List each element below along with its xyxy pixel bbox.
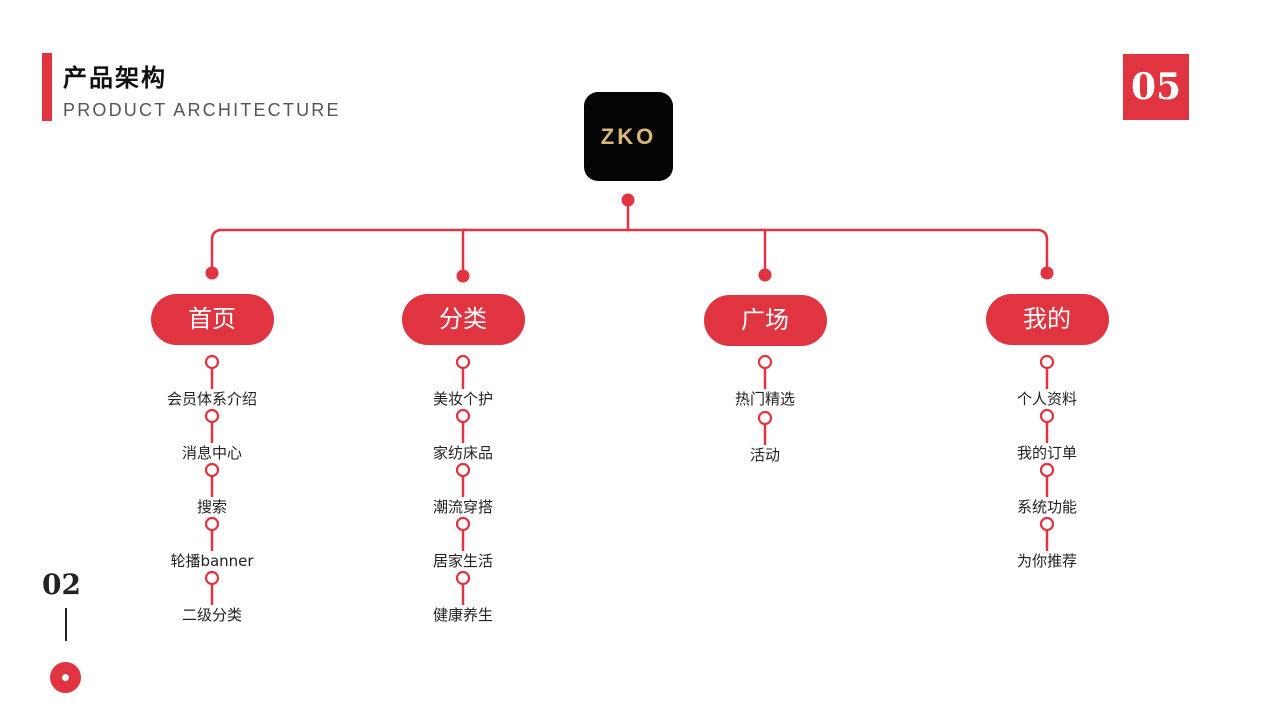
branch-node: 分类 (401, 294, 525, 345)
child-ring-icon (757, 410, 773, 426)
slide-number: 02 (42, 568, 81, 601)
child-ring-icon (204, 408, 220, 424)
child-node-label: 轮播banner (170, 552, 254, 570)
title-accent-bar (42, 53, 52, 121)
branch-node: 首页 (150, 294, 274, 345)
child-node-label: 二级分类 (181, 606, 242, 624)
child-ring-icon (455, 354, 471, 370)
child-ring-icon (1039, 354, 1055, 370)
child-node-label: 消息中心 (181, 444, 242, 462)
child-node-label: 健康养生 (432, 606, 493, 624)
child-node-label: 会员体系介绍 (166, 390, 257, 408)
child-ring-icon (1039, 516, 1055, 532)
branch-connector-dot (1040, 266, 1054, 280)
child-node-label: 潮流穿搭 (432, 498, 493, 516)
child-node-label: 为你推荐 (1016, 552, 1077, 570)
child-node-label: 家纺床品 (432, 444, 493, 462)
child-ring-icon (1039, 462, 1055, 478)
branch-node: 广场 (703, 295, 827, 346)
app-logo: ZKO (584, 92, 673, 181)
record-dot-center (62, 674, 69, 681)
child-ring-icon (204, 462, 220, 478)
branch-connector-dot (205, 266, 219, 280)
child-ring-icon (204, 570, 220, 586)
child-ring-icon (455, 462, 471, 478)
page-title: 产品架构 (63, 64, 167, 92)
branch-connector-dot (758, 268, 772, 282)
child-ring-icon (455, 516, 471, 532)
page-number-badge: 05 (1123, 54, 1189, 120)
logo-text: ZKO (600, 123, 657, 149)
root-connector-dot (621, 193, 635, 207)
child-ring-icon (757, 354, 773, 370)
child-ring-icon (204, 516, 220, 532)
child-node-label: 美妆个护 (432, 390, 493, 408)
branch-bar-line (210, 228, 1049, 273)
page-subtitle: PRODUCT ARCHITECTURE (63, 100, 341, 120)
child-node-label: 系统功能 (1016, 498, 1077, 516)
branch-connector-dot (456, 269, 470, 283)
child-ring-icon (455, 408, 471, 424)
child-node-label: 热门精选 (734, 390, 795, 408)
child-node-label: 搜索 (196, 498, 227, 516)
branch-node: 我的 (985, 294, 1109, 345)
child-node-label: 居家生活 (432, 552, 493, 570)
child-node-label: 我的订单 (1016, 444, 1077, 462)
child-ring-icon (455, 570, 471, 586)
child-node-label: 个人资料 (1016, 390, 1077, 408)
slide-number-divider (65, 608, 67, 641)
record-dot-icon (50, 662, 81, 693)
child-node-label: 活动 (749, 446, 780, 464)
child-ring-icon (204, 354, 220, 370)
child-ring-icon (1039, 408, 1055, 424)
